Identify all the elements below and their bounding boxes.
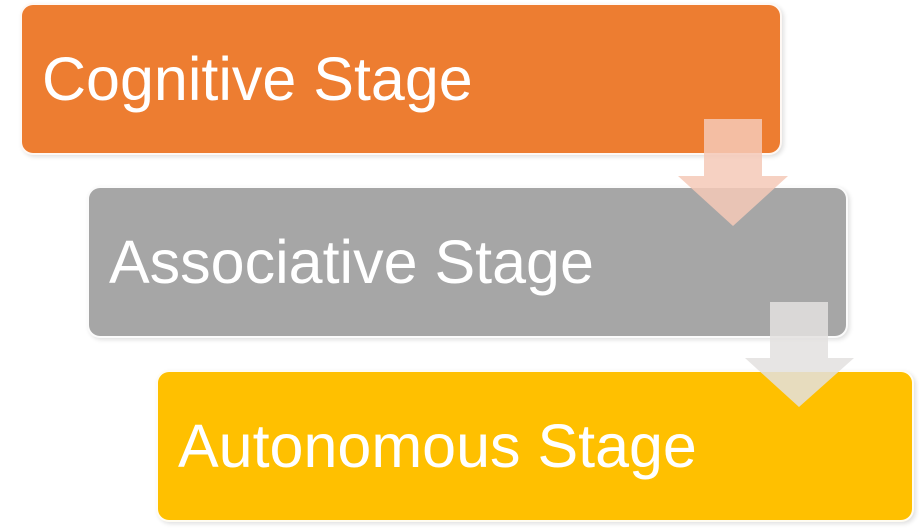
stage-label-associative: Associative Stage	[109, 227, 594, 296]
stage-label-autonomous: Autonomous Stage	[178, 411, 697, 480]
stage-box-associative: Associative Stage	[87, 186, 848, 338]
stage-box-cognitive: Cognitive Stage	[20, 3, 782, 155]
stage-box-autonomous: Autonomous Stage	[156, 370, 914, 522]
stage-label-cognitive: Cognitive Stage	[42, 44, 473, 113]
